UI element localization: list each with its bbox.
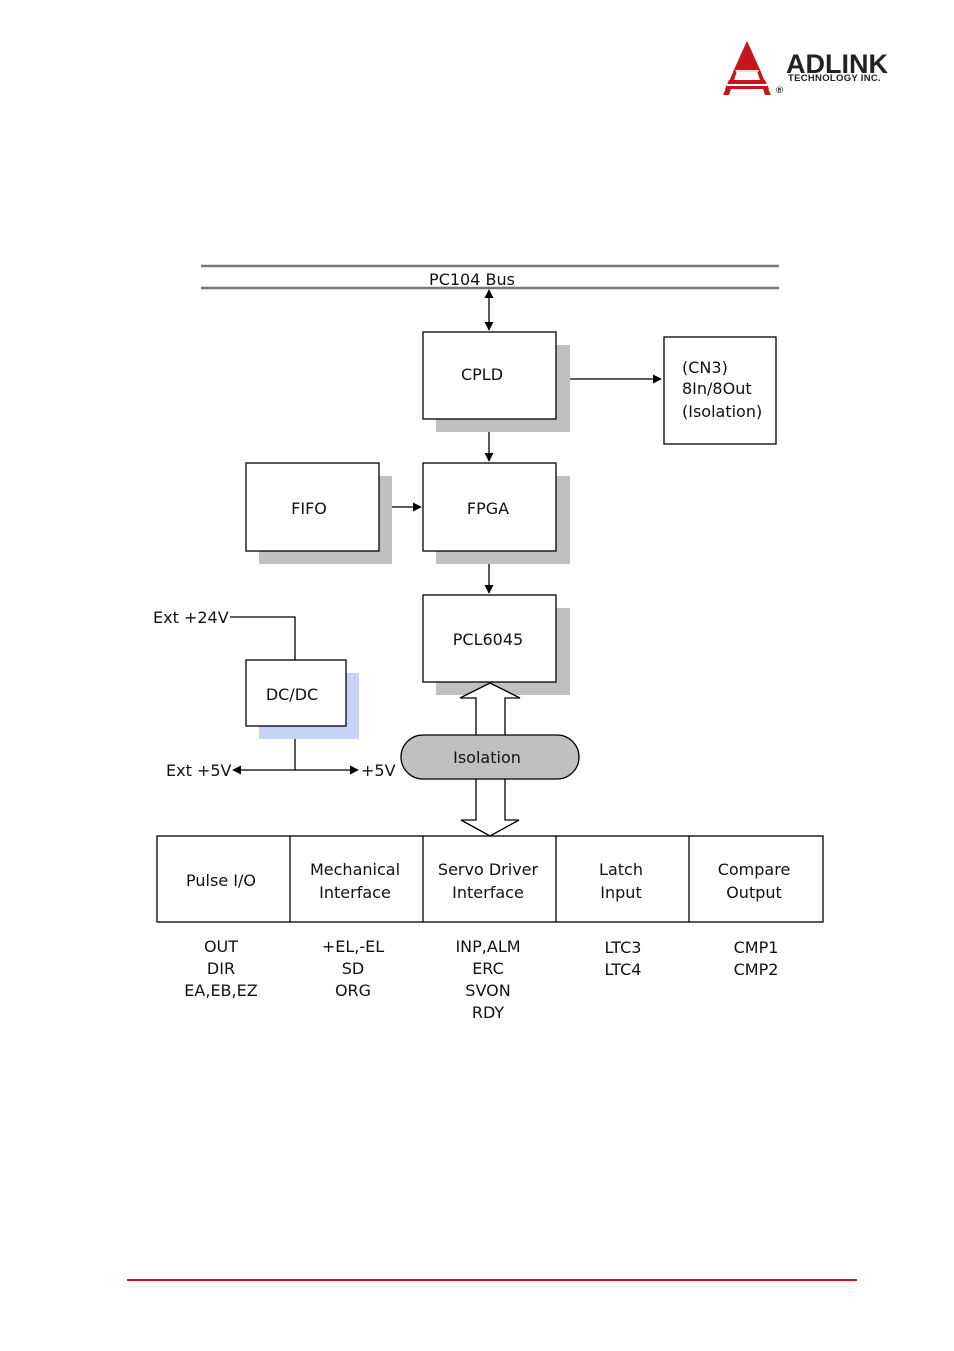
cn3-line-2: 8In/8Out: [682, 379, 752, 398]
pc104-bus-label: PC104 Bus: [429, 270, 515, 289]
logo-tagline: TECHNOLOGY INC.: [788, 73, 881, 84]
signal-encoder: EA,EB,EZ: [184, 981, 257, 1000]
ext5-label: Ext +5V: [166, 761, 232, 780]
pc104-bus: PC104 Bus: [201, 266, 779, 289]
logo-triangle-icon: [723, 41, 771, 95]
pcl6045-block: PCL6045: [423, 595, 570, 695]
signal-ltc3: LTC3: [605, 938, 642, 957]
col-header-mechanical-2: Interface: [319, 883, 391, 902]
signal-ltc4: LTC4: [605, 960, 642, 979]
fifo-label: FIFO: [291, 499, 327, 518]
cpld-label: CPLD: [461, 365, 503, 384]
dcdc-block: DC/DC: [246, 660, 359, 739]
signal-cmp1: CMP1: [734, 938, 779, 957]
col-header-servo-2: Interface: [452, 883, 524, 902]
col-header-pulse-io: Pulse I/O: [186, 871, 256, 890]
signal-org: ORG: [335, 981, 371, 1000]
logo-registered-mark: ®: [776, 85, 783, 96]
isolation-block: Isolation: [401, 735, 579, 779]
signal-lists: OUT DIR EA,EB,EZ +EL,-EL SD ORG INP,ALM …: [184, 937, 778, 1022]
cn3-line-1: (CN3): [682, 358, 728, 377]
pcl6045-label: PCL6045: [453, 630, 523, 649]
fpga-block: FPGA: [423, 463, 570, 564]
ext24-line: [230, 617, 295, 660]
interface-table: Pulse I/O Mechanical Interface Servo Dri…: [157, 836, 823, 922]
signal-sd: SD: [342, 959, 364, 978]
fifo-block: FIFO: [246, 463, 392, 564]
col-header-latch-2: Input: [600, 883, 641, 902]
adlink-logo: ADLINK TECHNOLOGY INC. ®: [723, 41, 888, 96]
col-header-latch-1: Latch: [599, 860, 643, 879]
cpld-block: CPLD: [423, 332, 570, 432]
signal-erc: ERC: [472, 959, 504, 978]
signal-el: +EL,-EL: [322, 937, 384, 956]
signal-inp-alm: INP,ALM: [455, 937, 520, 956]
ext24-label: Ext +24V: [153, 608, 229, 627]
col-header-servo-1: Servo Driver: [438, 860, 539, 879]
signal-cmp2: CMP2: [734, 960, 779, 979]
signal-dir: DIR: [207, 959, 235, 978]
dcdc-label: DC/DC: [266, 685, 318, 704]
signal-out: OUT: [204, 937, 238, 956]
col-header-compare-2: Output: [726, 883, 782, 902]
col-header-compare-1: Compare: [718, 860, 791, 879]
fpga-label: FPGA: [467, 499, 509, 518]
signal-svon: SVON: [465, 981, 510, 1000]
cn3-block: (CN3) 8In/8Out (Isolation): [664, 337, 776, 444]
plus5-label: +5V: [361, 761, 396, 780]
isolation-label: Isolation: [453, 748, 521, 767]
cn3-line-3: (Isolation): [682, 402, 762, 421]
col-header-mechanical-1: Mechanical: [310, 860, 400, 879]
signal-rdy: RDY: [472, 1003, 505, 1022]
